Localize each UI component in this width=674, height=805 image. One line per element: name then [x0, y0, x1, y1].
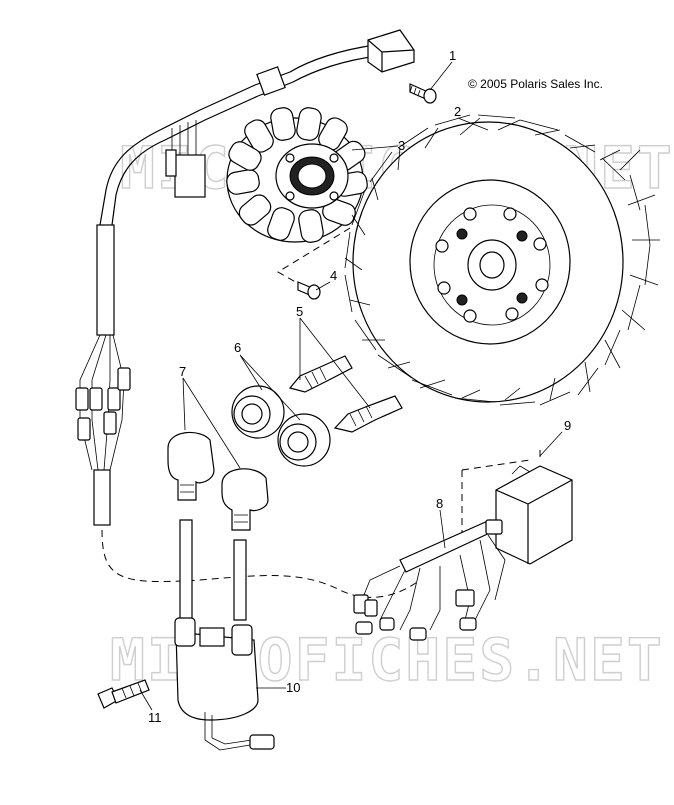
stator-wire-harness — [75, 29, 415, 526]
cdi-dashed-bracket — [461, 450, 541, 540]
copyright-text: © 2005 Polaris Sales Inc. — [468, 77, 603, 91]
stator-dashed-line — [277, 227, 351, 289]
ground-dashed-line — [101, 529, 421, 598]
ignition-coil-part-10 — [174, 617, 275, 751]
screw-part-1 — [409, 83, 437, 104]
stator-part-3 — [226, 107, 368, 243]
bolt-part-11 — [97, 679, 150, 709]
callout-7: 7 — [179, 364, 186, 379]
leader-lines — [139, 61, 563, 711]
spark-plug-cap-part-6 — [231, 385, 331, 467]
callout-1: 1 — [449, 48, 456, 63]
callout-2: 2 — [454, 104, 461, 119]
callout-6: 6 — [234, 340, 241, 355]
boot-part-7 — [167, 431, 269, 531]
callout-9: 9 — [564, 418, 571, 433]
callout-10: 10 — [286, 680, 300, 695]
screw-part-4 — [297, 281, 321, 300]
cdi-box-part-9 — [495, 465, 573, 565]
callout-11: 11 — [148, 710, 162, 725]
callout-8: 8 — [436, 496, 443, 511]
harness-part-8 — [353, 519, 506, 641]
lead-right — [233, 539, 247, 621]
callout-3: 3 — [398, 138, 405, 153]
flywheel-part-2 — [344, 114, 660, 406]
callout-4: 4 — [330, 268, 337, 283]
lead-left — [179, 519, 193, 621]
callout-5: 5 — [296, 304, 303, 319]
